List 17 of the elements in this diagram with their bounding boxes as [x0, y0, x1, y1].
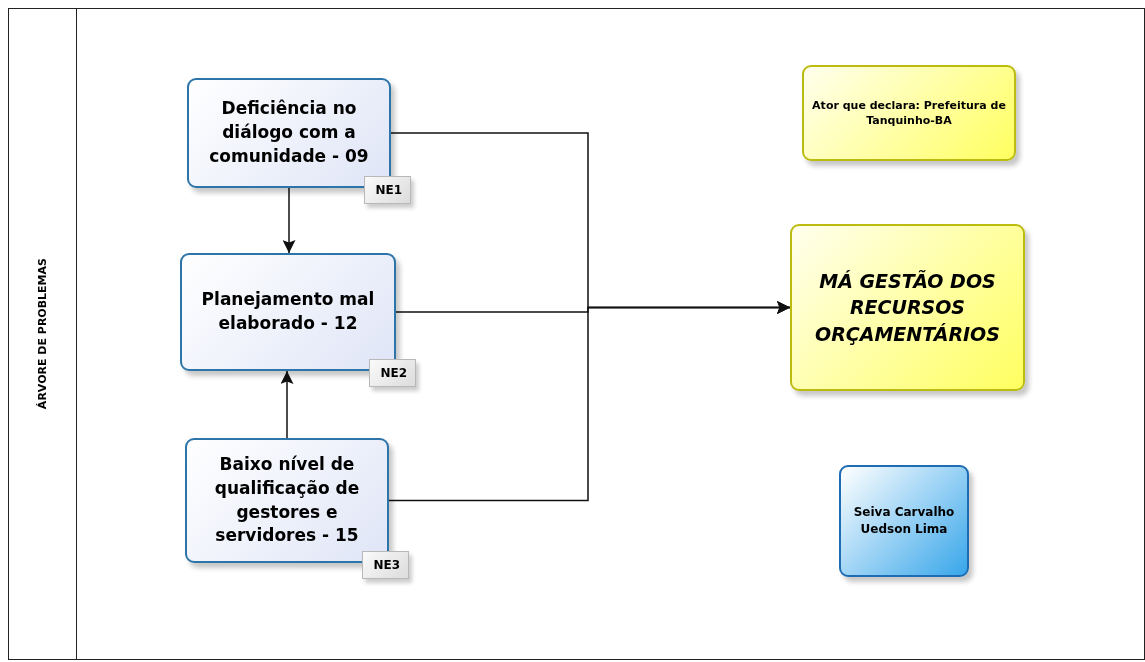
arrow: [282, 187, 296, 254]
node-label: MÁ GESTÃO DOS RECURSOS ORÇAMENTÁRIOS: [814, 268, 1001, 347]
node-label: Planejamento mal elaborado - 12: [200, 288, 376, 335]
tag-label: NE3: [362, 551, 409, 579]
node-label: Seiva Carvalho Uedson Lima: [852, 504, 956, 538]
node-label: Ator que declara: Prefeitura de Tanquinho-BA: [811, 97, 1007, 129]
arrow: [280, 370, 294, 439]
arrow: [388, 301, 791, 502]
tag-label: NE2: [369, 359, 416, 387]
tag-label: NE1: [364, 176, 411, 204]
note-box: [802, 65, 1016, 161]
lane-title: ÁRVORE DE PROBLEMAS: [36, 258, 49, 410]
author-box: [839, 465, 969, 577]
note-box: [790, 224, 1025, 391]
swimlane-pool: [8, 8, 1145, 660]
node-label: Deficiência no diálogo com a comunidade - 09: [208, 97, 370, 168]
node-label: Baixo nível de qualificação de gestores e servidores - 15: [213, 452, 361, 548]
